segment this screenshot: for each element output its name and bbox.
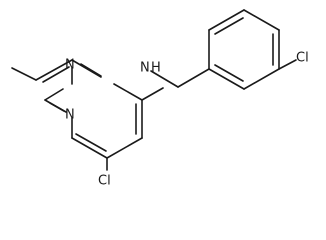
atom-amine-h: H bbox=[151, 61, 161, 76]
bond-c4-c5 bbox=[71, 137, 108, 159]
bond-b6-b1-double bbox=[214, 64, 244, 82]
bond-ring-top-right bbox=[71, 59, 102, 78]
atom-cl-benzene: Cl bbox=[296, 51, 309, 66]
chemical-structure-diagram: N N N H Cl Cl bbox=[11, 9, 309, 189]
bond-ring-upper-left bbox=[35, 59, 73, 81]
bond-c5-c6 bbox=[106, 137, 143, 159]
bond-b5-cl bbox=[278, 59, 297, 70]
bond-b2-b3 bbox=[208, 9, 245, 31]
bond-amine-ch2 bbox=[150, 70, 179, 88]
benzene-ring bbox=[208, 9, 280, 90]
bond-ring-amine bbox=[141, 87, 164, 101]
atom-n-bottom: N bbox=[65, 108, 75, 123]
bond-methyl bbox=[11, 67, 37, 81]
bond-n1-c2 bbox=[44, 88, 64, 101]
structure-canvas: N N N H Cl Cl bbox=[11, 9, 309, 189]
bond-n1b-link bbox=[80, 63, 102, 77]
bond-c4-c5-double bbox=[75, 133, 107, 152]
bond-ch2-aryl bbox=[177, 68, 210, 88]
atom-amine-n: N bbox=[140, 61, 150, 76]
bond-c1-n1 bbox=[113, 83, 143, 101]
pyrimidine-ring bbox=[35, 59, 143, 159]
bond-b3-b4 bbox=[243, 9, 280, 31]
bond-b6-b1 bbox=[208, 68, 245, 90]
bond-b5-b6 bbox=[243, 68, 280, 90]
atom-n-top: N bbox=[65, 58, 75, 73]
bond-c2-n3-double bbox=[49, 102, 67, 113]
bond-b2-b3-double bbox=[214, 17, 244, 35]
bond-ring-upper-left-double bbox=[42, 66, 70, 83]
atom-cl-pyrimidine: Cl bbox=[98, 174, 111, 189]
